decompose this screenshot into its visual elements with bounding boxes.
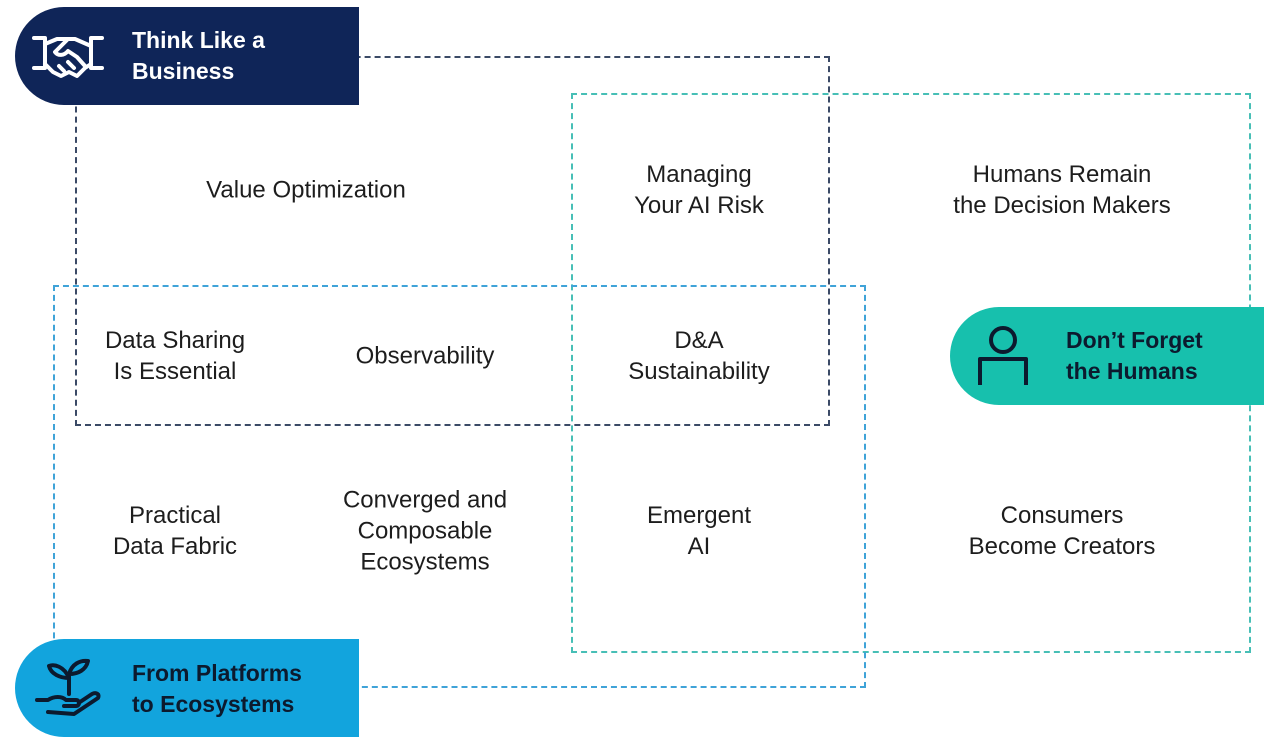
badge-title-line1: Don’t Forget (1066, 327, 1203, 353)
from-platforms-to-ecosystems-title: From Platforms to Ecosystems (132, 658, 302, 720)
trend-managing-your-ai-risk: Managing Your AI Risk (634, 159, 764, 221)
badge-title-line2: Business (132, 58, 235, 84)
handshake-icon (31, 30, 105, 90)
trend-label-line: the Decision Makers (953, 192, 1171, 219)
trend-label-line: Emergent (646, 502, 752, 529)
trend-observability: Observability (356, 341, 495, 372)
trend-practical-data-fabric: Practical Data Fabric (113, 500, 237, 562)
badge-title-line1: Think Like a (132, 27, 265, 53)
badge-title-line1: From Platforms (132, 660, 302, 686)
trend-label-line: Sustainability (628, 358, 770, 385)
trend-converged-and-composable-ecosystems: Converged and Composable Ecosystems (343, 485, 507, 578)
trend-label-line: Ecosystems (360, 548, 490, 576)
trend-da-sustainability: D&A Sustainability (628, 325, 769, 387)
trend-label-line: D&A (674, 327, 724, 354)
trend-label-line: Consumers (1000, 502, 1124, 529)
trend-label-line: Managing (646, 161, 752, 188)
trend-consumers-become-creators: Consumers Become Creators (969, 500, 1156, 562)
think-like-a-business-frame (75, 56, 830, 426)
trend-humans-remain-the-decision-makers: Humans Remain the Decision Makers (953, 159, 1170, 221)
trend-label-line: Practical (128, 502, 222, 529)
trend-label-line: AI (687, 533, 711, 560)
trend-label-line: Become Creators (968, 533, 1156, 560)
from-platforms-to-ecosystems-frame (53, 285, 866, 688)
trend-label-line: Data Fabric (112, 533, 238, 560)
person-icon (977, 325, 1029, 395)
dont-forget-the-humans-badge: Don’t Forget the Humans (950, 307, 1264, 405)
trend-data-sharing-is-essential: Data Sharing Is Essential (105, 325, 245, 387)
trend-label-line: Value Optimization (206, 176, 406, 204)
trend-label-line: Converged and (342, 486, 508, 514)
trend-label-line: Composable (357, 517, 493, 545)
trend-label-line: Observability (355, 342, 495, 370)
think-like-a-business-title: Think Like a Business (132, 25, 265, 87)
trend-label-line: Is Essential (113, 358, 237, 385)
trend-label-line: Humans Remain (972, 161, 1152, 188)
trend-emergent-ai: Emergent AI (647, 500, 751, 562)
dont-forget-the-humans-title: Don’t Forget the Humans (1066, 325, 1203, 387)
badge-title-line2: the Humans (1066, 358, 1198, 384)
sprout-in-hand-icon (34, 656, 104, 724)
trend-label-line: Data Sharing (104, 327, 246, 354)
from-platforms-to-ecosystems-badge: From Platforms to Ecosystems (15, 639, 359, 737)
badge-title-line2: to Ecosystems (132, 691, 295, 717)
think-like-a-business-badge: Think Like a Business (15, 7, 359, 105)
trend-label-line: Your AI Risk (634, 192, 764, 219)
trend-value-optimization: Value Optimization (206, 175, 406, 206)
